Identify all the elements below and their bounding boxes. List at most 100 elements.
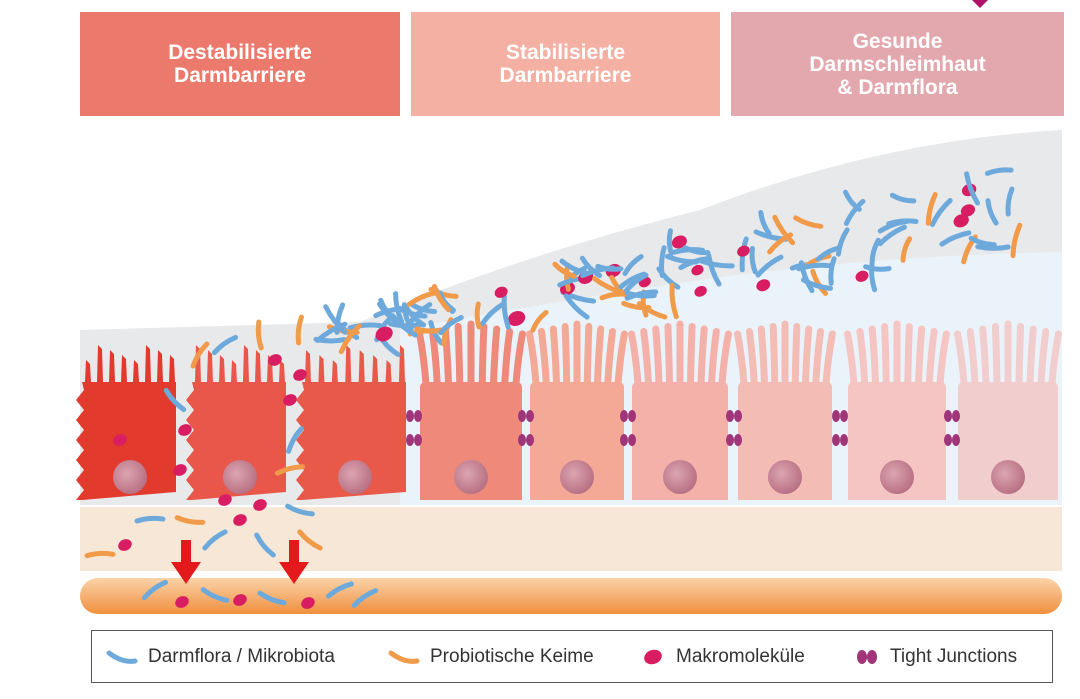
lamina-propria bbox=[80, 507, 1062, 571]
probiotic-rod bbox=[599, 291, 630, 301]
probiotic-rod bbox=[255, 319, 264, 351]
microbiota-rod bbox=[580, 265, 616, 279]
microbiota-rod bbox=[622, 272, 649, 295]
probiotic-rod bbox=[925, 192, 938, 226]
microvillus bbox=[219, 355, 225, 382]
tight-junction-dot bbox=[952, 434, 960, 446]
microvillus bbox=[416, 330, 430, 388]
tight-junctions bbox=[406, 410, 960, 446]
microvillus bbox=[936, 330, 950, 388]
tight-junction-dot bbox=[734, 434, 742, 446]
macromolecule bbox=[218, 494, 232, 506]
legend-item-microbiota: Darmflora / Mikrobiota bbox=[106, 631, 335, 682]
microvillus bbox=[757, 325, 768, 388]
microvillus bbox=[734, 330, 748, 388]
probiotic-rod bbox=[431, 283, 451, 313]
probiotic-rod bbox=[295, 314, 304, 346]
legend-label-microbiota: Darmflora / Mikrobiota bbox=[148, 645, 335, 667]
microbiota-rod bbox=[664, 253, 699, 265]
microvillus bbox=[614, 330, 628, 388]
microbiota-rod bbox=[351, 588, 379, 608]
macromolecule bbox=[737, 245, 750, 257]
macromolecule bbox=[175, 596, 189, 608]
microvillus bbox=[97, 345, 103, 382]
microvillus bbox=[966, 328, 979, 388]
probiotic-rod bbox=[564, 262, 571, 292]
epithelial-cell bbox=[848, 382, 946, 500]
probiotic-rod bbox=[900, 236, 913, 263]
microbiota-rod bbox=[254, 532, 276, 558]
legend-item-tight-junctions: Tight Junctions bbox=[854, 631, 1017, 682]
microvillus bbox=[822, 330, 836, 388]
microvillus bbox=[802, 325, 813, 388]
microbiota-rod bbox=[889, 192, 917, 204]
leak-arrow bbox=[171, 540, 201, 584]
microbiota-rod bbox=[800, 277, 833, 291]
microvillus bbox=[109, 350, 115, 382]
macromolecule bbox=[118, 539, 132, 551]
microbiota-rod bbox=[749, 245, 758, 275]
microvillus bbox=[454, 323, 464, 388]
cell-nucleus bbox=[454, 460, 488, 494]
microbiota-rod bbox=[559, 258, 588, 275]
microbiota-rod bbox=[706, 253, 722, 287]
microvillus bbox=[133, 360, 139, 382]
microbiota-rod bbox=[975, 244, 1011, 251]
microvillus bbox=[331, 360, 338, 382]
microvillus bbox=[979, 325, 990, 388]
header-healthy-mucosa: Gesunde Darmschleimhaut & Darmflora bbox=[731, 12, 1064, 116]
cell-nucleus bbox=[768, 460, 802, 494]
microvillus bbox=[812, 328, 825, 388]
header-stabilized-barrier: Stabilisierte Darmbarriere bbox=[411, 12, 720, 116]
microvillus bbox=[954, 330, 968, 388]
microvillus bbox=[243, 345, 249, 382]
microvillus bbox=[490, 325, 501, 388]
cell-nucleus bbox=[223, 460, 257, 494]
microvillus bbox=[697, 325, 708, 388]
macromolecule bbox=[855, 270, 869, 282]
macromolecule bbox=[268, 354, 282, 366]
tight-junction-dot bbox=[526, 410, 534, 422]
microvillus bbox=[583, 323, 593, 388]
macromolecule bbox=[178, 424, 192, 436]
probiotic-rod bbox=[274, 464, 306, 476]
microvillus bbox=[537, 328, 550, 388]
microvillus bbox=[549, 325, 560, 388]
microbiota-rod bbox=[200, 587, 230, 603]
probiotic-rod bbox=[474, 301, 482, 330]
microbiota-rod bbox=[798, 260, 815, 294]
header-destabilized-barrier: Destabilisierte Darmbarriere bbox=[80, 12, 400, 116]
microvillus bbox=[904, 323, 913, 388]
tight-junction-dot bbox=[406, 410, 414, 422]
macromolecule bbox=[671, 235, 687, 249]
tight-junction-dot bbox=[726, 434, 734, 446]
microbiota-rod bbox=[698, 258, 735, 269]
microvillus bbox=[1015, 323, 1025, 388]
microbiota-rod bbox=[835, 227, 850, 257]
microbiota-rod bbox=[347, 322, 383, 331]
header-stabilized-label: Stabilisierte Darmbarriere bbox=[499, 41, 632, 87]
microvillus bbox=[856, 328, 869, 388]
probiotic-rod bbox=[406, 290, 438, 307]
macromolecule bbox=[173, 464, 187, 476]
tight-junction-dot bbox=[620, 434, 628, 446]
microvillus bbox=[708, 328, 720, 388]
probiotic-rod bbox=[1010, 222, 1023, 259]
epithelial-cell bbox=[958, 382, 1058, 500]
microvillus bbox=[664, 323, 673, 388]
microbiota-rod bbox=[666, 228, 674, 256]
epithelial-cell bbox=[296, 382, 408, 500]
macromolecule bbox=[375, 326, 393, 342]
microbiota-rod bbox=[877, 218, 910, 234]
corner-mark bbox=[972, 0, 988, 8]
tight-junction-dot bbox=[734, 410, 742, 422]
header-healthy-label: Gesunde Darmschleimhaut & Darmflora bbox=[809, 29, 986, 99]
microvillus bbox=[385, 360, 392, 382]
cell-nucleus bbox=[560, 460, 594, 494]
microbiota-rod bbox=[257, 590, 287, 606]
double-dot-icon bbox=[857, 649, 877, 664]
microbiota-rod bbox=[390, 313, 418, 338]
tight-junction-dot bbox=[526, 434, 534, 446]
microvillus bbox=[231, 360, 237, 382]
epithelial-cell bbox=[738, 382, 832, 500]
